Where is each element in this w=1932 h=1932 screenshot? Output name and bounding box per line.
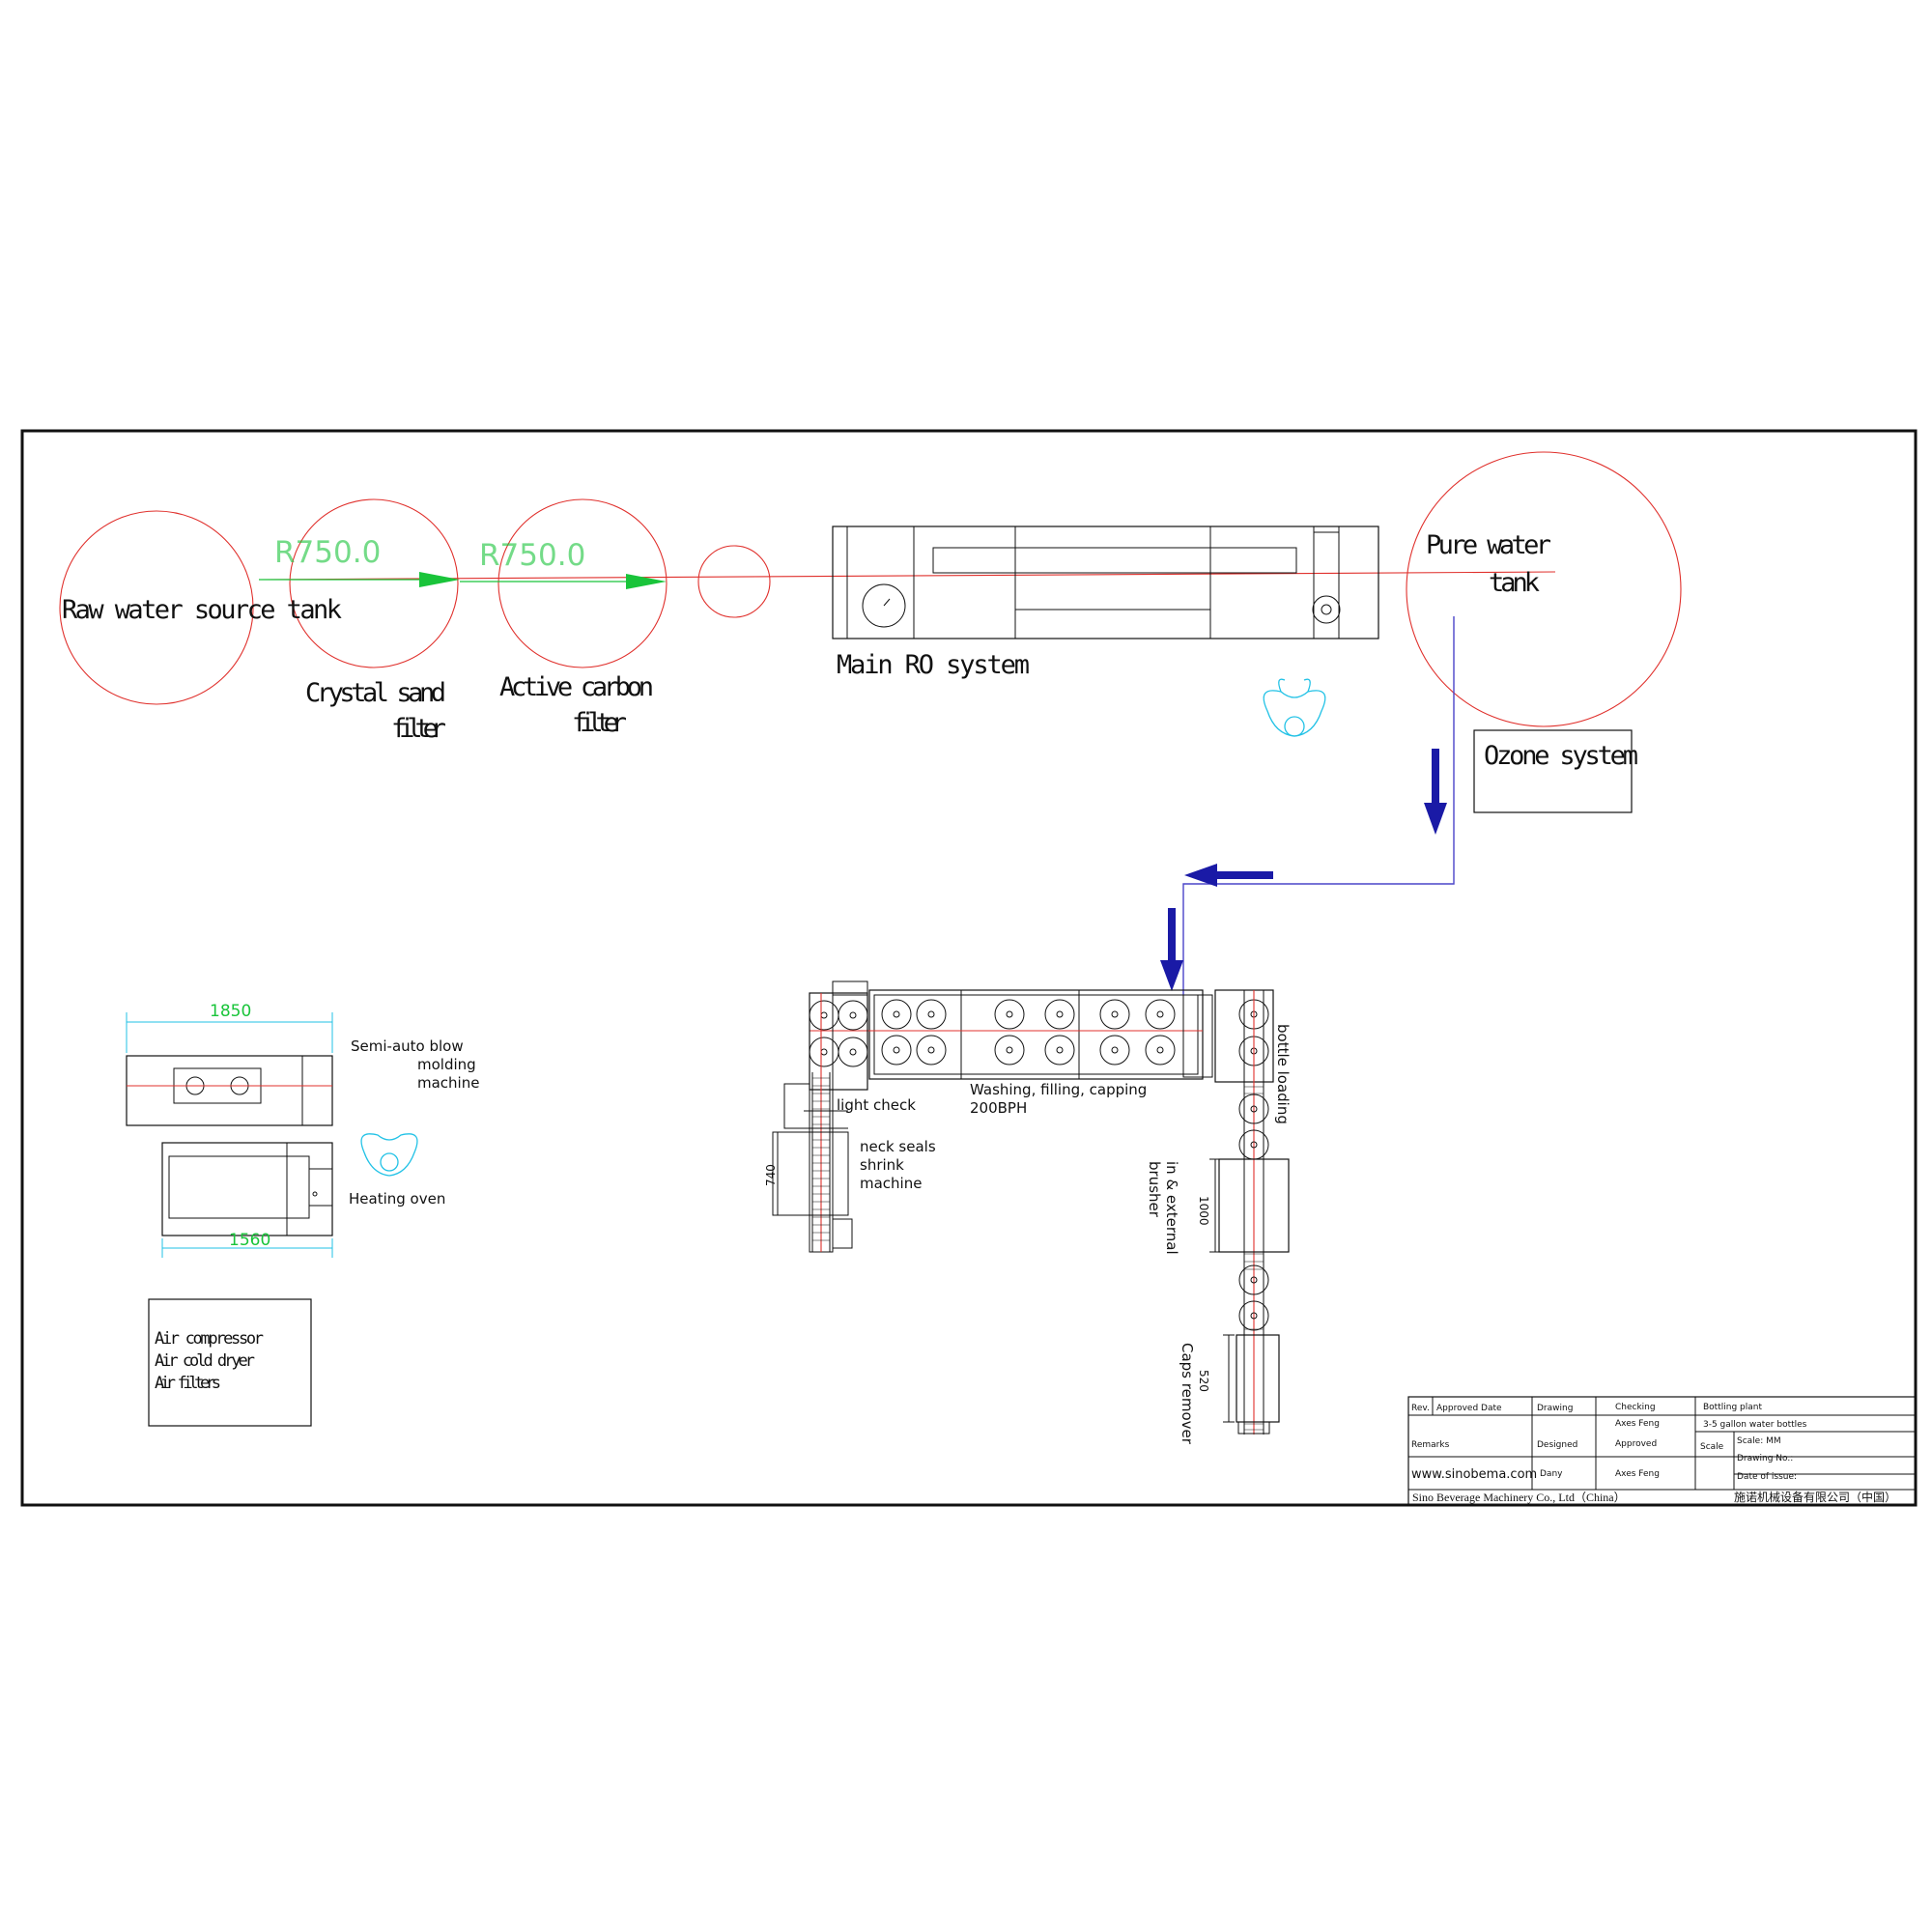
radius-dim-1: R750.0 xyxy=(274,535,381,570)
brusher-dim: 1000 xyxy=(1197,1196,1210,1226)
blow-label-3: machine xyxy=(417,1074,479,1092)
neck-label-1: neck seals xyxy=(860,1138,936,1155)
tb-company-cn: 施诺机械设备有限公司（中国） xyxy=(1734,1490,1896,1504)
pure-water-tank[interactable] xyxy=(1406,451,1682,727)
raw-water-tank[interactable] xyxy=(59,510,254,705)
air-label-1: Air compressor xyxy=(155,1329,264,1349)
right-conveyor[interactable] xyxy=(1182,989,1290,1435)
title-block: Rev. Approved Date Drawing Checking Axes… xyxy=(1407,1396,1917,1506)
caps-remover-label: Caps remover xyxy=(1179,1343,1196,1445)
tb-project-2: 3-5 gallon water bottles xyxy=(1703,1420,1807,1430)
washing-label-1: Washing, filling, capping xyxy=(970,1081,1147,1098)
drawing-border xyxy=(20,429,1918,1507)
brusher-label-2: brusher xyxy=(1146,1161,1163,1218)
blow-dim: 1850 xyxy=(210,1002,251,1021)
radius-dim-2: R750.0 xyxy=(479,538,585,573)
caps-dim: 520 xyxy=(1197,1370,1210,1392)
pure-water-piping xyxy=(1160,616,1455,995)
bottle-heads xyxy=(881,999,1176,1065)
ozone-label: Ozone system xyxy=(1484,741,1638,771)
flow-arrow-left xyxy=(1184,864,1273,887)
auxiliary-section: 1850 Semi-auto blow molding machine 1560 xyxy=(126,1002,479,1427)
pure-tank-label-1: Pure water xyxy=(1426,530,1551,560)
neck-dim-line xyxy=(773,1131,784,1216)
pure-tank-label-2: tank xyxy=(1489,568,1540,598)
tb-project-1: Bottling plant xyxy=(1703,1403,1762,1412)
neck-dim: 740 xyxy=(764,1164,778,1186)
pump-circle[interactable] xyxy=(697,545,771,618)
tb-company-en: Sino Beverage Machinery Co., Ltd（China） xyxy=(1412,1491,1626,1504)
flow-arrow-down-2 xyxy=(1160,908,1183,991)
tb-scale-value: Scale: MM xyxy=(1737,1436,1781,1446)
operator-icon xyxy=(1263,678,1326,737)
flow-arrow-2 xyxy=(460,574,667,589)
tb-drawing: Drawing xyxy=(1537,1404,1573,1413)
washing-filling-capping-machine[interactable] xyxy=(810,989,1204,1080)
flow-arrow-1 xyxy=(259,572,460,587)
tb-rev: Rev. xyxy=(1411,1404,1430,1413)
heating-oven[interactable] xyxy=(161,1142,333,1236)
sand-filter-label-2: filter xyxy=(391,714,446,744)
blow-molding-machine[interactable] xyxy=(126,1055,333,1126)
tb-scale-label: Scale xyxy=(1700,1442,1724,1452)
ro-label: Main RO system xyxy=(837,650,1030,680)
blow-dim-line xyxy=(126,1012,333,1053)
caps-dim-line xyxy=(1223,1334,1235,1423)
brusher-dim-line xyxy=(1209,1158,1221,1253)
tb-approved-date: Approved Date xyxy=(1436,1404,1502,1413)
air-label-2: Air cold dryer xyxy=(155,1351,255,1371)
oven-operator-icon xyxy=(360,1133,418,1177)
tb-website[interactable]: www.sinobema.com xyxy=(1411,1467,1537,1482)
neck-label-3: machine xyxy=(860,1175,922,1192)
tb-date-issue: Date of issue: xyxy=(1737,1472,1797,1482)
air-compressor-box[interactable] xyxy=(148,1298,312,1427)
tb-checking-name: Axes Feng xyxy=(1615,1419,1660,1429)
bottle-loading-label: bottle loading xyxy=(1274,1024,1292,1124)
active-carbon-filter[interactable] xyxy=(497,498,668,668)
tb-checking: Checking xyxy=(1615,1403,1656,1412)
carbon-filter-label-2: filter xyxy=(572,708,627,738)
left-conveyor[interactable] xyxy=(772,980,868,1253)
main-pipe-line xyxy=(260,571,1556,581)
oven-dim-line xyxy=(161,1238,333,1258)
carbon-filter-label-1: Active carbon xyxy=(499,672,654,702)
bottling-line-section: light check Washing, filling, capping 20… xyxy=(764,980,1292,1445)
oven-label: Heating oven xyxy=(349,1190,445,1208)
flow-arrow-down-1 xyxy=(1424,749,1447,835)
ozone-system-box[interactable] xyxy=(1473,729,1633,813)
main-ro-system[interactable] xyxy=(832,526,1379,639)
oven-dim: 1560 xyxy=(229,1231,270,1250)
water-treatment-section: R750.0 R750.0 Raw water source tank Crys… xyxy=(59,451,1682,813)
tb-drawing-no: Drawing No.: xyxy=(1737,1454,1793,1463)
tb-approved: Approved xyxy=(1615,1439,1657,1449)
sand-filter-label-1: Crystal sand xyxy=(305,678,446,708)
crystal-sand-filter[interactable] xyxy=(289,498,459,668)
tb-approver: Axes Feng xyxy=(1615,1469,1660,1479)
air-label-3: Air filters xyxy=(155,1374,221,1393)
brusher-label-1: in & external xyxy=(1163,1161,1180,1255)
tb-designer: Dany xyxy=(1540,1469,1563,1479)
neck-label-2: shrink xyxy=(860,1156,904,1174)
tb-remarks: Remarks xyxy=(1411,1440,1450,1450)
raw-tank-label: Raw water source tank xyxy=(62,595,342,625)
blow-label-1: Semi-auto blow xyxy=(351,1037,464,1055)
washing-label-2: 200BPH xyxy=(970,1099,1027,1117)
blow-label-2: molding xyxy=(417,1056,476,1073)
tb-designed: Designed xyxy=(1537,1440,1577,1450)
light-check-label: light check xyxy=(837,1096,916,1114)
